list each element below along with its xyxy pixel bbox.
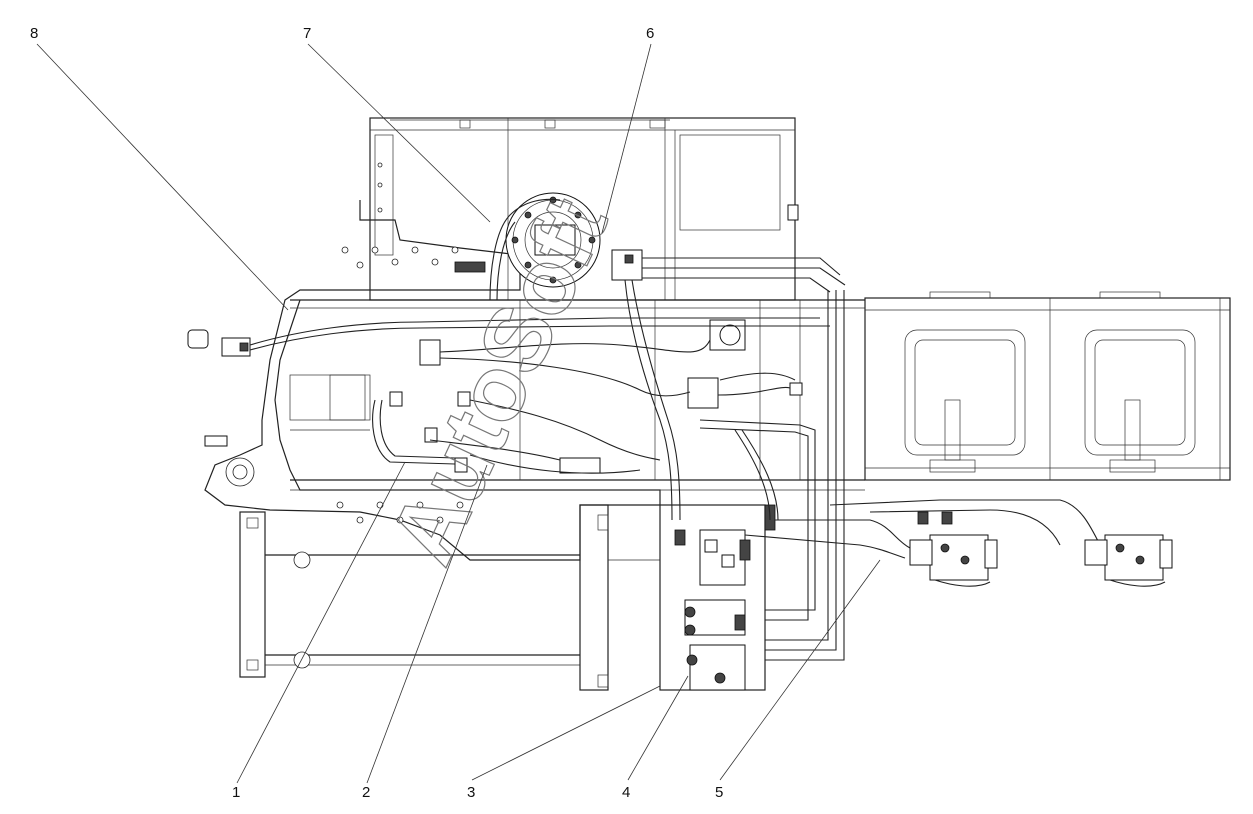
leader-4: [627, 675, 689, 781]
leader-8: [36, 43, 289, 311]
leader-lines: [36, 43, 881, 784]
leader-5: [719, 559, 881, 781]
callout-4: 4: [622, 784, 630, 801]
callout-3: 3: [467, 784, 475, 801]
watermark-text: AutoSoft: [371, 183, 628, 578]
leader-1: [236, 461, 406, 784]
callout-8: 8: [30, 25, 38, 42]
callout-labels: 1 2 3 4 5 6 7 8: [30, 25, 723, 801]
callout-7: 7: [303, 25, 311, 42]
watermark: AutoSoft: [370, 183, 628, 579]
leader-6: [601, 43, 652, 234]
swivel-unit: [505, 192, 643, 288]
valve-stack: [659, 504, 776, 691]
right-pumps: [909, 511, 1173, 587]
leader-3: [471, 685, 661, 781]
leader-7: [307, 43, 491, 223]
hydraulic-hoses: [249, 198, 1101, 661]
callout-2: 2: [362, 784, 370, 801]
callout-6: 6: [646, 25, 654, 42]
lower-left-frame: [239, 504, 660, 691]
callout-1: 1: [232, 784, 240, 801]
leader-2: [366, 464, 488, 784]
right-extension-frame: [864, 291, 1231, 481]
callout-5: 5: [715, 784, 723, 801]
